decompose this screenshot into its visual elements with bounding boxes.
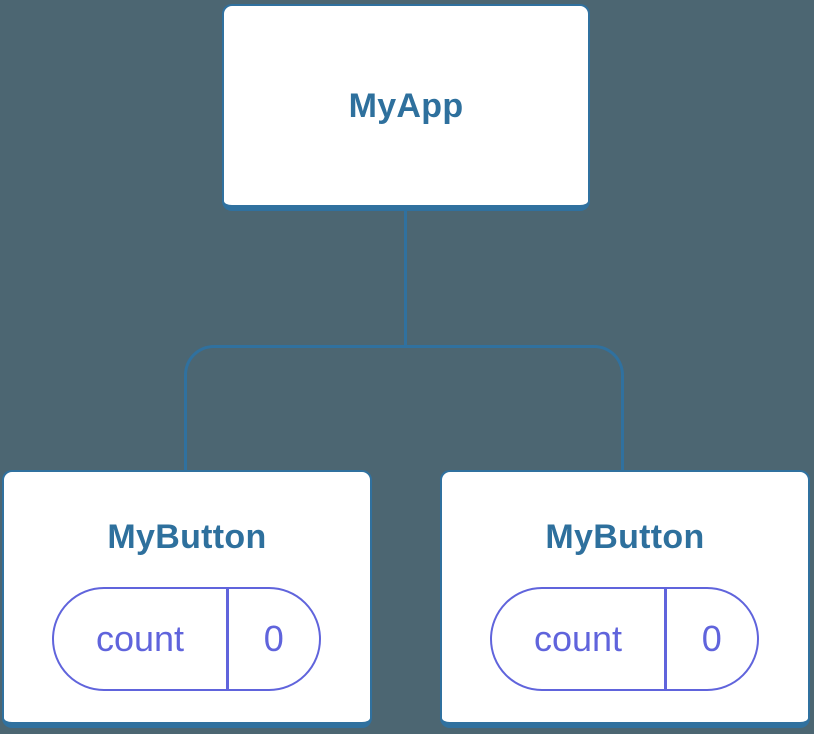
state-value: 0: [701, 618, 722, 659]
node-mybutton-left-label: MyButton: [107, 518, 267, 556]
node-myapp-label: MyApp: [348, 86, 464, 125]
state-pill: count 0: [52, 587, 321, 691]
node-mybutton-right: MyButton count 0: [440, 470, 810, 728]
connector-stem: [404, 209, 407, 348]
node-mybutton-right-label: MyButton: [545, 518, 705, 556]
state-name-label: count: [533, 618, 623, 659]
state-pill: count 0: [490, 587, 759, 691]
state-pill-divider: [664, 589, 667, 689]
connector-branch: [184, 345, 624, 470]
state-pill-divider: [226, 589, 229, 689]
state-name-label: count: [95, 618, 185, 659]
node-myapp: MyApp: [222, 4, 590, 211]
state-value: 0: [263, 618, 284, 659]
node-mybutton-left: MyButton count 0: [2, 470, 372, 728]
